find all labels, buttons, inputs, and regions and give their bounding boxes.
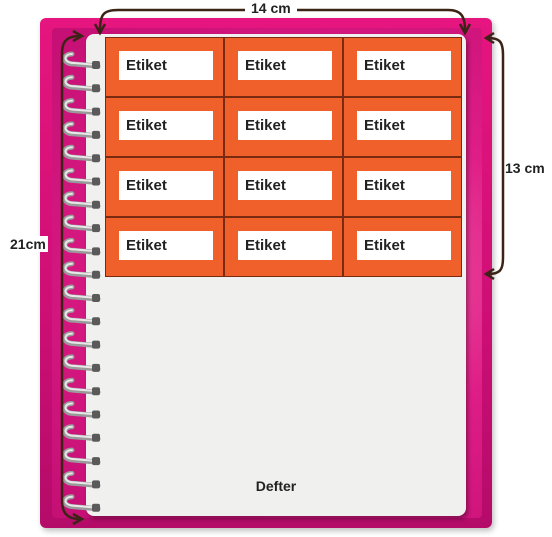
label-cell: Etiket <box>343 217 462 277</box>
spiral-ring <box>62 51 101 69</box>
label-cell: Etiket <box>105 157 224 217</box>
spiral-ring <box>62 447 101 466</box>
label-text: Etiket <box>357 171 451 200</box>
spiral-ring <box>62 470 101 489</box>
spiral-ring <box>62 307 101 326</box>
width-label: 14 cm <box>245 0 297 16</box>
label-height-label: 13 cm <box>505 160 545 176</box>
label-cell: Etiket <box>224 157 343 217</box>
label-cell: Etiket <box>105 97 224 157</box>
spiral-ring <box>62 284 101 302</box>
spiral-ring <box>62 144 101 163</box>
label-cell: Etiket <box>343 97 462 157</box>
spiral-ring <box>62 121 101 139</box>
label-text: Etiket <box>238 111 332 140</box>
label-text: Etiket <box>119 171 213 200</box>
footer-label: Defter <box>255 478 297 494</box>
page-height-arrow <box>60 34 81 521</box>
label-cell: Etiket <box>224 97 343 157</box>
label-cell: Etiket <box>105 37 224 97</box>
spiral-ring <box>62 331 101 349</box>
label-cell: Etiket <box>343 37 462 97</box>
label-cell: Etiket <box>343 157 462 217</box>
spiral-ring <box>62 74 101 93</box>
label-text: Etiket <box>238 171 332 200</box>
label-text: Etiket <box>119 111 213 140</box>
spiral-ring <box>62 214 101 233</box>
label-height-arrow <box>487 36 505 276</box>
label-cell: Etiket <box>224 37 343 97</box>
label-cell: Etiket <box>105 217 224 277</box>
spiral-ring <box>62 354 101 372</box>
spiral-ring <box>62 401 101 419</box>
spiral-ring <box>62 237 101 256</box>
label-text: Etiket <box>119 51 213 80</box>
label-text: Etiket <box>238 51 332 80</box>
label-text: Etiket <box>357 231 451 260</box>
label-text: Etiket <box>357 51 451 80</box>
spiral-ring <box>62 494 101 512</box>
spiral-binding <box>62 51 101 512</box>
spiral-ring <box>62 424 101 442</box>
page-height-label: 21cm <box>8 236 48 252</box>
label-cell: Etiket <box>224 217 343 277</box>
label-text: Etiket <box>238 231 332 260</box>
spiral-ring <box>62 377 101 396</box>
label-text: Etiket <box>119 231 213 260</box>
spiral-ring <box>62 98 101 116</box>
spiral-ring <box>62 191 101 209</box>
spiral-ring <box>62 168 101 186</box>
spiral-ring <box>62 261 101 279</box>
label-text: Etiket <box>357 111 451 140</box>
